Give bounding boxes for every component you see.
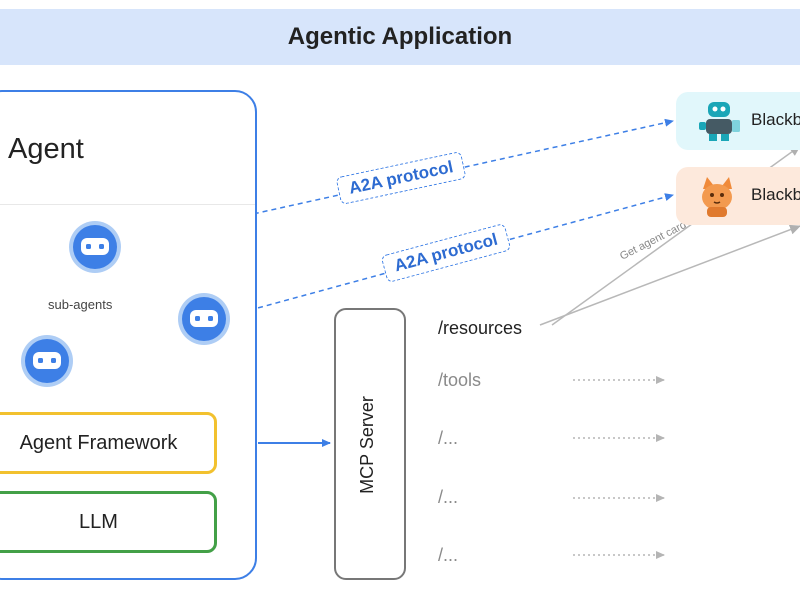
mcp-server-label: MCP Server <box>357 396 377 494</box>
remote-agent-label: Blackb <box>751 185 800 204</box>
remote-agent-label: Blackb <box>751 110 800 129</box>
llm-box: LLM <box>0 491 217 553</box>
get-agent-card-line <box>539 224 800 326</box>
mcp-server-box <box>334 308 406 580</box>
subagent-bot-icon <box>178 293 230 345</box>
cat-icon <box>702 177 732 217</box>
agent-framework-box: Agent Framework <box>0 412 217 474</box>
app-title: Agentic Application <box>287 23 513 50</box>
resource-item: /tools <box>438 370 482 390</box>
subagent-bot-icon <box>69 221 121 273</box>
resource-item: /... <box>438 487 459 507</box>
llm-label: LLM <box>79 510 118 533</box>
agent-title: Agent <box>8 133 84 165</box>
agent-divider <box>0 204 255 205</box>
subagents-label: sub-agents <box>48 297 113 312</box>
remote-agent-card: Blackb <box>676 92 800 150</box>
robot-icon <box>699 102 740 141</box>
remote-agent-card: Blackb <box>676 167 800 225</box>
app-banner: Agentic Application <box>0 9 800 65</box>
resource-item: /... <box>438 545 459 565</box>
agent-framework-label: Agent Framework <box>19 431 178 454</box>
subagent-bot-icon <box>21 335 73 387</box>
resource-item: /resources <box>438 318 523 338</box>
resource-item: /... <box>438 428 459 448</box>
